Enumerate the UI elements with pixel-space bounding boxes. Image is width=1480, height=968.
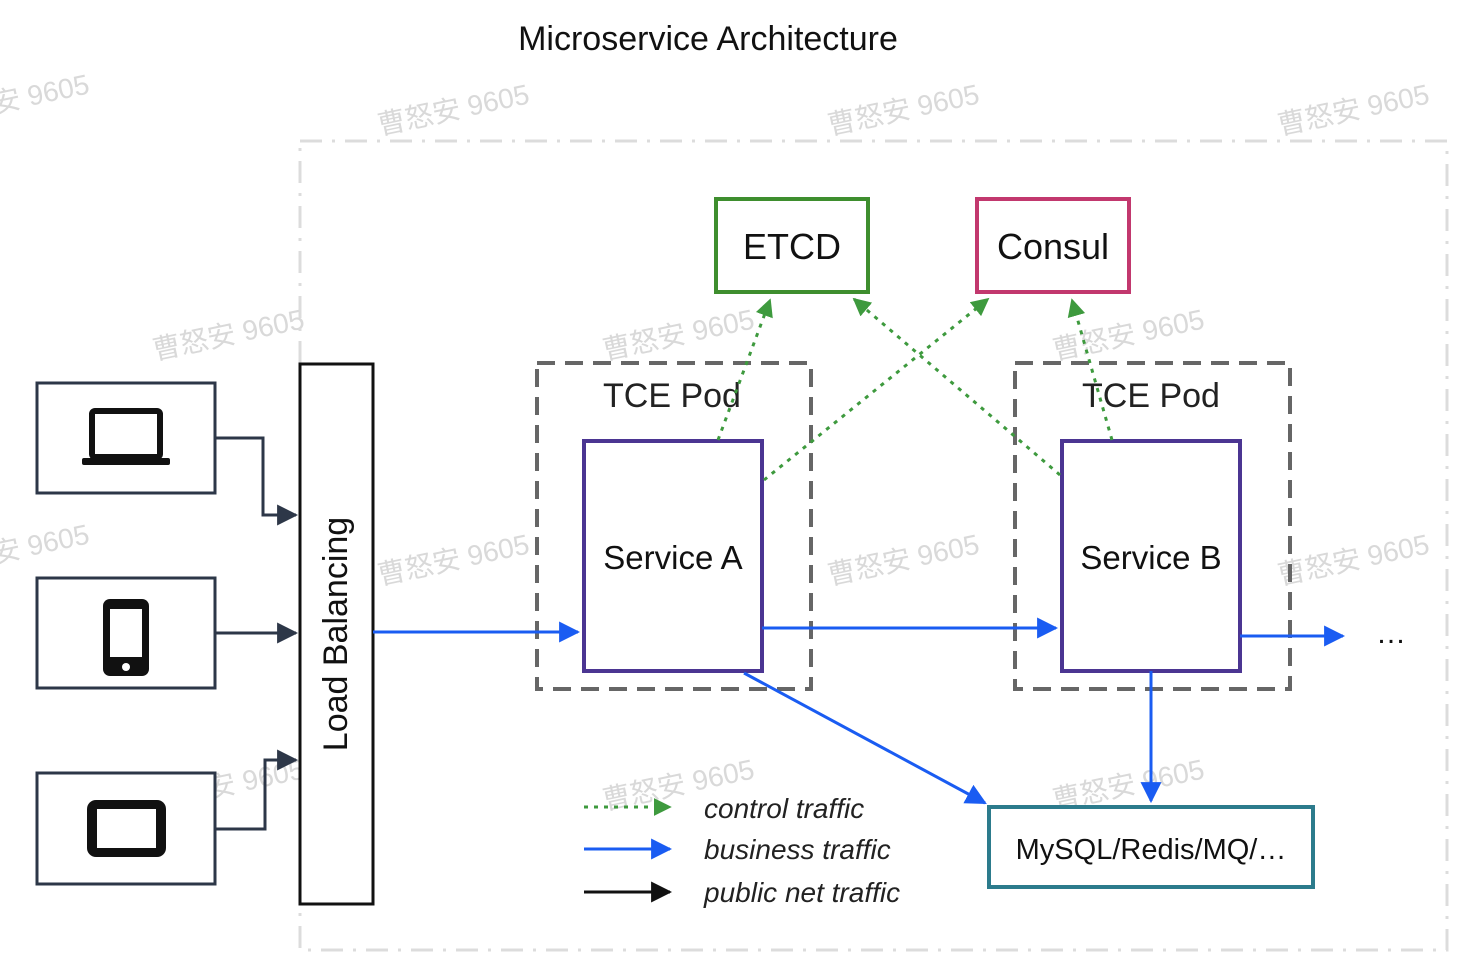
client-laptop [35, 381, 217, 495]
client-tablet [35, 771, 217, 886]
service-a-box [582, 439, 764, 673]
legend-control-label: control traffic [704, 793, 864, 824]
cluster-boundary [298, 139, 1449, 952]
watermark-text: 曹怒安 9605 [825, 529, 982, 591]
control-traffic-arrow [1067, 298, 1114, 441]
consul-box [975, 197, 1131, 294]
tce-pod-a-label: TCE Pod [603, 377, 741, 415]
service-a-label: Service A [603, 539, 742, 576]
watermark-text: 曹怒安 9605 [1275, 529, 1432, 591]
tce-pod-b-label: TCE Pod [1082, 377, 1220, 415]
storage-label: MySQL/Redis/MQ/… [1016, 834, 1287, 866]
watermark-text: 曹怒安 9605 [375, 79, 532, 141]
load-balancer: Load Balancing [298, 362, 375, 906]
client-box [35, 381, 217, 495]
diagram-title: Microservice Architecture [518, 20, 898, 58]
legend-public-label: public net traffic [703, 877, 900, 908]
public-traffic-arrow [215, 749, 299, 831]
tce-pod-a [535, 361, 813, 691]
legend-business-label: business traffic [704, 834, 891, 865]
legend: control traffic business traffic public … [584, 793, 900, 908]
business-traffic-arrow [743, 671, 987, 805]
etcd-label: ETCD [743, 226, 841, 267]
consul-node: Consul [975, 197, 1131, 294]
client-phone [35, 576, 217, 690]
watermark-text: 曹怒安 9605 [150, 304, 307, 366]
storage-box [987, 805, 1315, 889]
storage-node: MySQL/Redis/MQ/… [987, 805, 1315, 889]
tablet-icon [87, 800, 166, 857]
consul-label: Consul [997, 226, 1109, 267]
phone-icon [103, 599, 149, 676]
public-traffic-arrow [215, 436, 299, 526]
watermark-text: 曹怒安 9605 [1275, 79, 1432, 141]
control-traffic-arrow [763, 297, 990, 482]
etcd-node: ETCD [714, 197, 870, 294]
watermark-text: 曹怒安 9605 [825, 79, 982, 141]
watermark-text: 曹怒安 9605 [1050, 304, 1207, 366]
service-b: Service B [1060, 439, 1242, 673]
control-traffic-arrow [852, 297, 1061, 477]
continuation-ellipsis: … [1376, 617, 1406, 650]
laptop-icon [82, 408, 170, 465]
load-balancer-box [298, 362, 375, 906]
etcd-box [714, 197, 870, 294]
service-b-label: Service B [1080, 539, 1221, 576]
service-b-box [1060, 439, 1242, 673]
watermark-text: 曹怒安 9605 [600, 304, 757, 366]
service-a: Service A [582, 439, 764, 673]
load-balancer-label: Load Balancing [317, 517, 355, 751]
watermark-text: 曹怒安 9605 [0, 69, 92, 131]
watermark-text: 曹怒安 9605 [0, 519, 92, 581]
watermark-text: 曹怒安 9605 [375, 529, 532, 591]
